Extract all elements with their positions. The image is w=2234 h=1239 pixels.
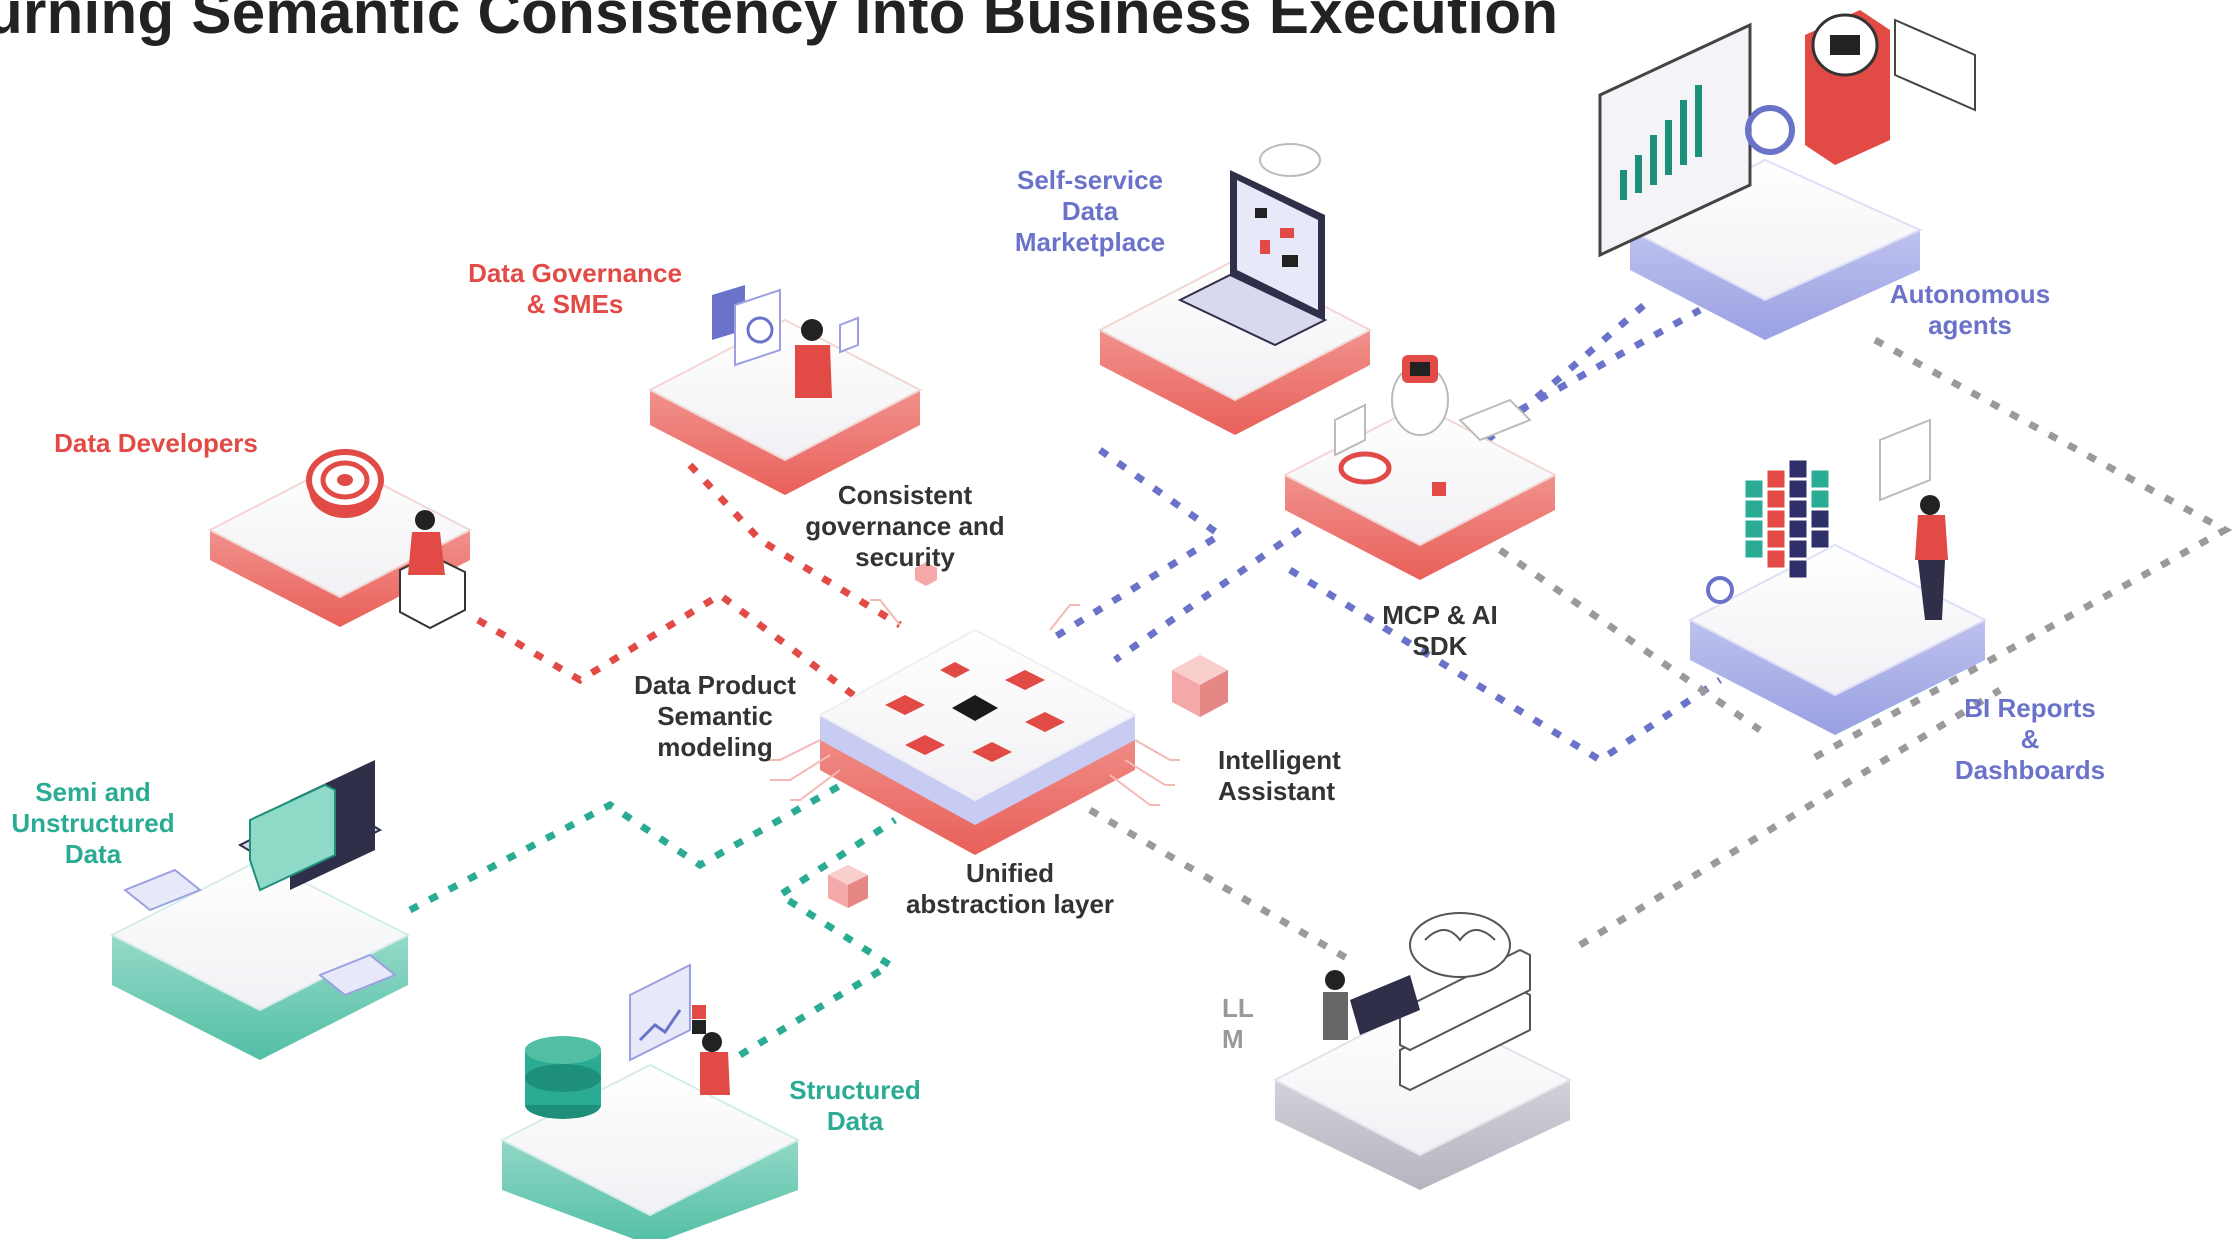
- self-service-label: Self-service Data Marketplace: [1014, 165, 1166, 257]
- platform-semi-unstructured: [109, 858, 411, 1060]
- platform-hub: [817, 628, 1138, 855]
- semi-unstructured-label: Semi and Unstructured Data: [11, 777, 175, 869]
- database-chart-icon: [525, 963, 730, 1119]
- brain-server-icon: [1323, 912, 1531, 1092]
- laptop-cloud-icon: [1177, 143, 1328, 347]
- connector-mcp-bi-gray: [1498, 547, 1762, 733]
- platform-bi-reports: [1687, 543, 1988, 735]
- connector-autonomous-bi: [1808, 336, 2233, 764]
- platform-mcp: [1282, 403, 1558, 580]
- connector-hub-llm: [1088, 806, 1352, 964]
- connector-mcp-hub: [1112, 527, 1303, 663]
- pink-cube-icon: [915, 562, 937, 586]
- hub-label: Data Product Semantic modeling: [634, 670, 796, 762]
- page-title: urning Semantic Consistency Into Busines…: [0, 0, 1559, 46]
- connector-marketplace-hub: [1048, 447, 1227, 643]
- circuit-traces-decoration: [760, 599, 1180, 806]
- mcp-sdk-annotation: MCP & AI SDK: [1382, 600, 1498, 661]
- autonomous-agents-label: Autonomous agents: [1889, 279, 2051, 340]
- bi-reports-label: BI Reports & Dashboards: [1954, 693, 2106, 785]
- cube-chart-icon: [1706, 418, 1948, 620]
- connector-developers-hub: [476, 590, 863, 703]
- structured-data-label: Structured Data: [789, 1075, 921, 1136]
- robot-sdk-icon: [1334, 355, 1532, 496]
- connector-mcp-bi: [1288, 567, 1722, 765]
- intelligent-assistant-annotation: Intelligent Assistant: [1218, 745, 1341, 806]
- connector-semi-hub: [408, 776, 852, 914]
- governance-touchscreen-icon: [712, 285, 859, 398]
- developer-target-icon: [306, 449, 466, 630]
- governance-security-annotation: Consistent governance and security: [805, 480, 1005, 572]
- unified-layer-annotation: Unified abstraction layer: [905, 858, 1115, 919]
- connector-llm-bi: [1578, 687, 2002, 948]
- connector-structured-hub: [738, 817, 897, 1059]
- platform-data-governance: [647, 318, 923, 495]
- connectors: [408, 297, 2233, 1059]
- connector-mcp-autonomous: [1467, 297, 1653, 458]
- pink-cube-icon: [828, 865, 868, 908]
- llm-label: LL M: [1222, 993, 1254, 1054]
- connector-mcp-autonomous-2: [1518, 306, 1702, 414]
- laptop-folder-icon: [123, 760, 397, 997]
- data-governance-label: Data Governance & SMEs: [468, 258, 682, 319]
- robot-dashboard-icon: [1598, 10, 1976, 258]
- pink-cube-icon: [1172, 655, 1228, 717]
- data-developers-label: Data Developers: [54, 428, 258, 458]
- semantic-hub-icon: [885, 662, 1065, 762]
